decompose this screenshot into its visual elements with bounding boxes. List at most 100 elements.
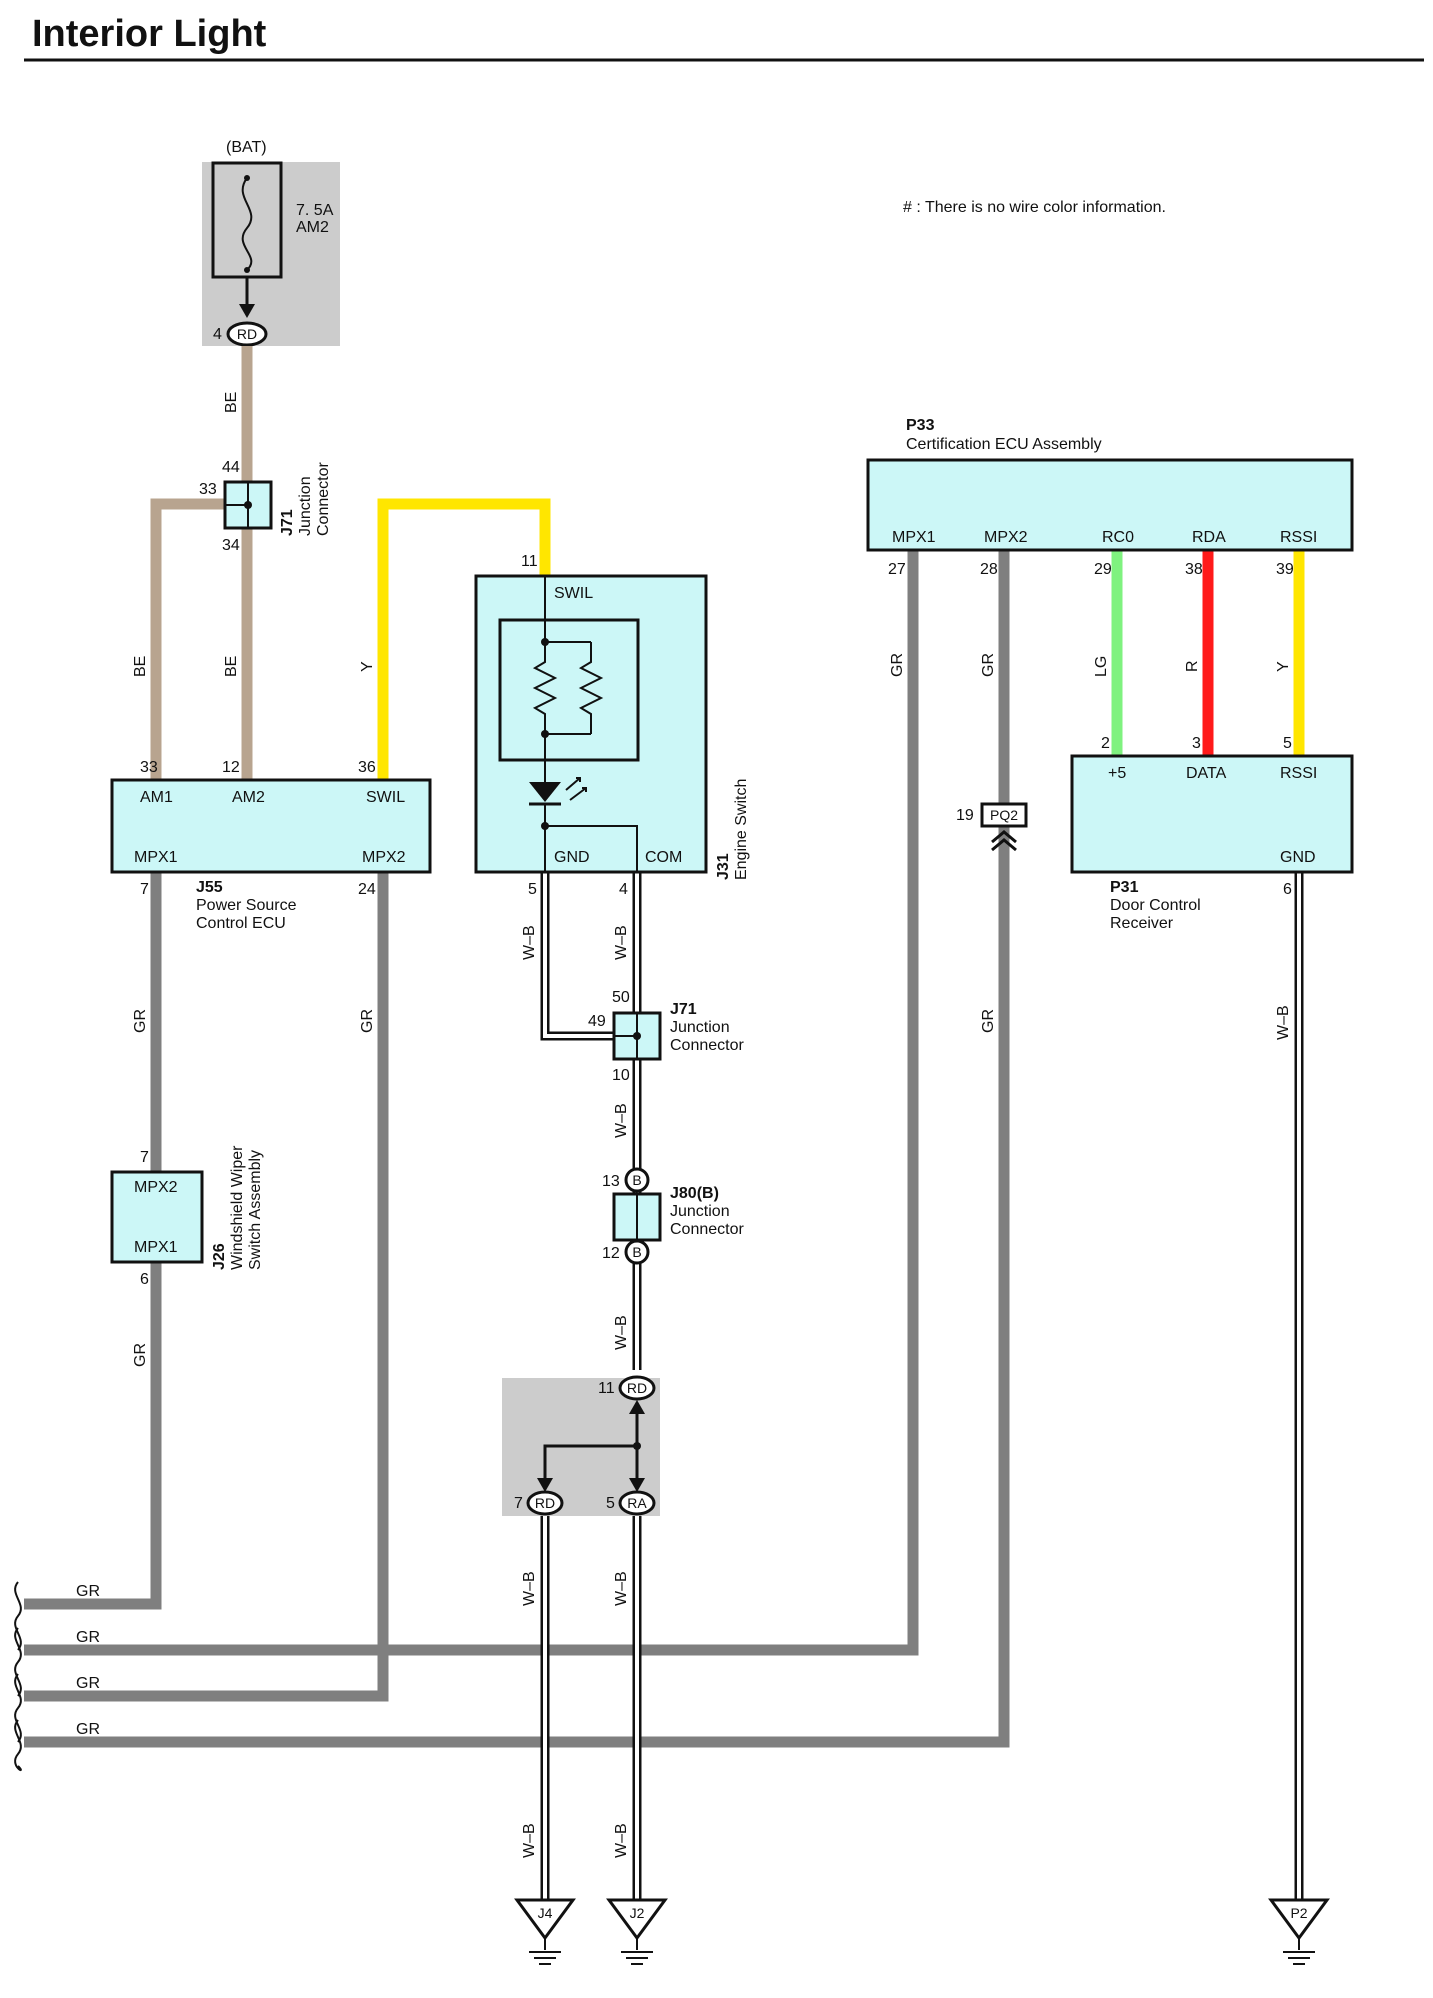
- wire-label-wb-5: W–B: [521, 1571, 538, 1606]
- joint-left-connector: RD: [535, 1495, 555, 1511]
- joint-block: RD 11 RD 7 RA 5: [502, 1375, 660, 1516]
- fuse-pin: 4: [213, 326, 222, 343]
- j31-pin-11: 11: [521, 553, 538, 570]
- j26-pin-6: 6: [140, 1271, 149, 1288]
- j71-mid-pin-50: 50: [612, 989, 630, 1006]
- wire-break-marks: [14, 1581, 22, 1772]
- p31-door-control-receiver: 2 3 5 +5 DATA RSSI GND 6 P31 Door Contro…: [1070, 735, 1354, 932]
- j71-mid-name2: Connector: [670, 1037, 744, 1054]
- p31-box: [1070, 754, 1354, 874]
- p33-pin-38: 38: [1185, 561, 1203, 578]
- joint-right-connector: RA: [627, 1495, 647, 1511]
- wire-label-wb-1: W–B: [521, 925, 538, 960]
- j80-name2: Connector: [670, 1221, 744, 1238]
- ground-triangle-icon: [606, 1898, 668, 1941]
- j55-pin-24: 24: [358, 881, 376, 898]
- j71-top-connector: 44 33 34 J71 Junction Connector: [199, 459, 332, 554]
- j80-top-circle: [624, 1167, 650, 1193]
- ground-p2: P2: [1268, 1898, 1330, 1965]
- j71-top-name2: Connector: [315, 462, 332, 536]
- j71-top-pin-33: 33: [199, 481, 217, 498]
- joint-left-pin: 7: [514, 1495, 523, 1512]
- j55-pin-12: 12: [222, 759, 240, 776]
- j31-pin-4: 4: [619, 881, 628, 898]
- wire-y-swil: [377, 498, 551, 780]
- p33-pin-39: 39: [1276, 561, 1294, 578]
- wire-label-gr-5: GR: [980, 653, 997, 677]
- p31-pin-3: 3: [1192, 735, 1201, 752]
- j55-term-swil: SWIL: [366, 789, 405, 806]
- fuse-connector-label: RD: [237, 326, 257, 342]
- wire-label-gr-1: GR: [132, 1009, 149, 1033]
- p33-certification-ecu: P33 Certification ECU Assembly MPX1 MPX2…: [866, 417, 1354, 578]
- j31-term-gnd: GND: [554, 849, 590, 866]
- wire-label-gr-7: GR: [76, 1583, 100, 1600]
- led-icon: [529, 782, 561, 802]
- j71-mid-pin-49: 49: [588, 1013, 606, 1030]
- fuse-name: AM2: [296, 219, 329, 236]
- p31-name2: Receiver: [1110, 915, 1174, 932]
- p33-pin-29: 29: [1094, 561, 1112, 578]
- p31-pin-5: 5: [1283, 735, 1292, 752]
- wire-label-gr-3: GR: [132, 1343, 149, 1367]
- joint-top-connector: RD: [627, 1380, 647, 1396]
- wire-label-wb-7: W–B: [521, 1823, 538, 1858]
- j71-mid-id: J71: [670, 1001, 697, 1018]
- fuse-element-icon: [241, 177, 253, 271]
- pq2-pin: 19: [956, 807, 974, 824]
- wire-label-be-2: BE: [132, 656, 149, 677]
- wires: [24, 346, 1305, 1900]
- j71-mid-name1: Junction: [670, 1019, 730, 1036]
- j31-engine-switch: 11 SWIL GND COM 5 4 J31 Engine Switch: [474, 553, 750, 898]
- j26-name2: Switch Assembly: [247, 1150, 264, 1270]
- j26-pin-7: 7: [140, 1149, 149, 1166]
- j71-mid-pin-10: 10: [612, 1067, 630, 1084]
- ground-triangle-icon: [1268, 1898, 1330, 1941]
- j55-term-mpx2: MPX2: [362, 849, 406, 866]
- j31-id: J31: [715, 853, 732, 880]
- j55-term-mpx1: MPX1: [134, 849, 178, 866]
- p31-term-gnd: GND: [1280, 849, 1316, 866]
- j26-term-mpx1: MPX1: [134, 1239, 178, 1256]
- j80-pin-13: 13: [602, 1173, 620, 1190]
- joint-arrow-left-icon: [537, 1478, 553, 1492]
- joint-right-pin: 5: [606, 1495, 615, 1512]
- pq2-box: [980, 802, 1028, 828]
- j80-connector: B B 13 12 J80(B) Junction Connector: [602, 1167, 744, 1265]
- j26-name1: Windshield Wiper: [229, 1145, 246, 1270]
- wire-label-lg: LG: [1093, 656, 1110, 677]
- p31-id: P31: [1110, 879, 1139, 896]
- p31-term-data: DATA: [1186, 765, 1227, 782]
- wire-gr-j26-out: [24, 1262, 162, 1610]
- j55-pin-36: 36: [358, 759, 376, 776]
- ground-j4: J4: [514, 1898, 576, 1965]
- j80-bottom-circle: [624, 1239, 650, 1265]
- j71-top-id: J71: [279, 509, 296, 536]
- fuse-rating: 7. 5A: [296, 202, 334, 219]
- j26-id: J26: [211, 1243, 228, 1270]
- p31-pin-6: 6: [1283, 881, 1292, 898]
- p33-box: [866, 458, 1354, 552]
- j55-id: J55: [196, 879, 223, 896]
- wire-label-wb-4: W–B: [613, 1315, 630, 1350]
- p33-id: P33: [906, 417, 935, 434]
- p33-pin-27: 27: [888, 561, 906, 578]
- wire-label-be-3: BE: [223, 656, 240, 677]
- j80-name1: Junction: [670, 1203, 730, 1220]
- wire-label-be-1: BE: [223, 392, 240, 413]
- p33-pin-28: 28: [980, 561, 998, 578]
- j55-power-source-ecu: 33 12 36 AM1 AM2 SWIL MPX1 MPX2 7 24 J55…: [110, 759, 432, 932]
- p31-pin-2: 2: [1101, 735, 1110, 752]
- j55-pin-7: 7: [140, 881, 149, 898]
- wire-gr-mpx2: [24, 872, 389, 1702]
- j71-top-name1: Junction: [297, 476, 314, 536]
- wire-label-r: R: [1184, 660, 1201, 672]
- wire-label-wb-9: W–B: [1275, 1005, 1292, 1040]
- j26-term-mpx2: MPX2: [134, 1179, 178, 1196]
- p33-name: Certification ECU Assembly: [906, 436, 1102, 453]
- joint-arrow-up-icon: [629, 1400, 645, 1414]
- fuse-arrow-icon: [239, 304, 255, 318]
- fuse-connector-oval: [226, 321, 268, 347]
- wire-label-wb-6: W–B: [613, 1571, 630, 1606]
